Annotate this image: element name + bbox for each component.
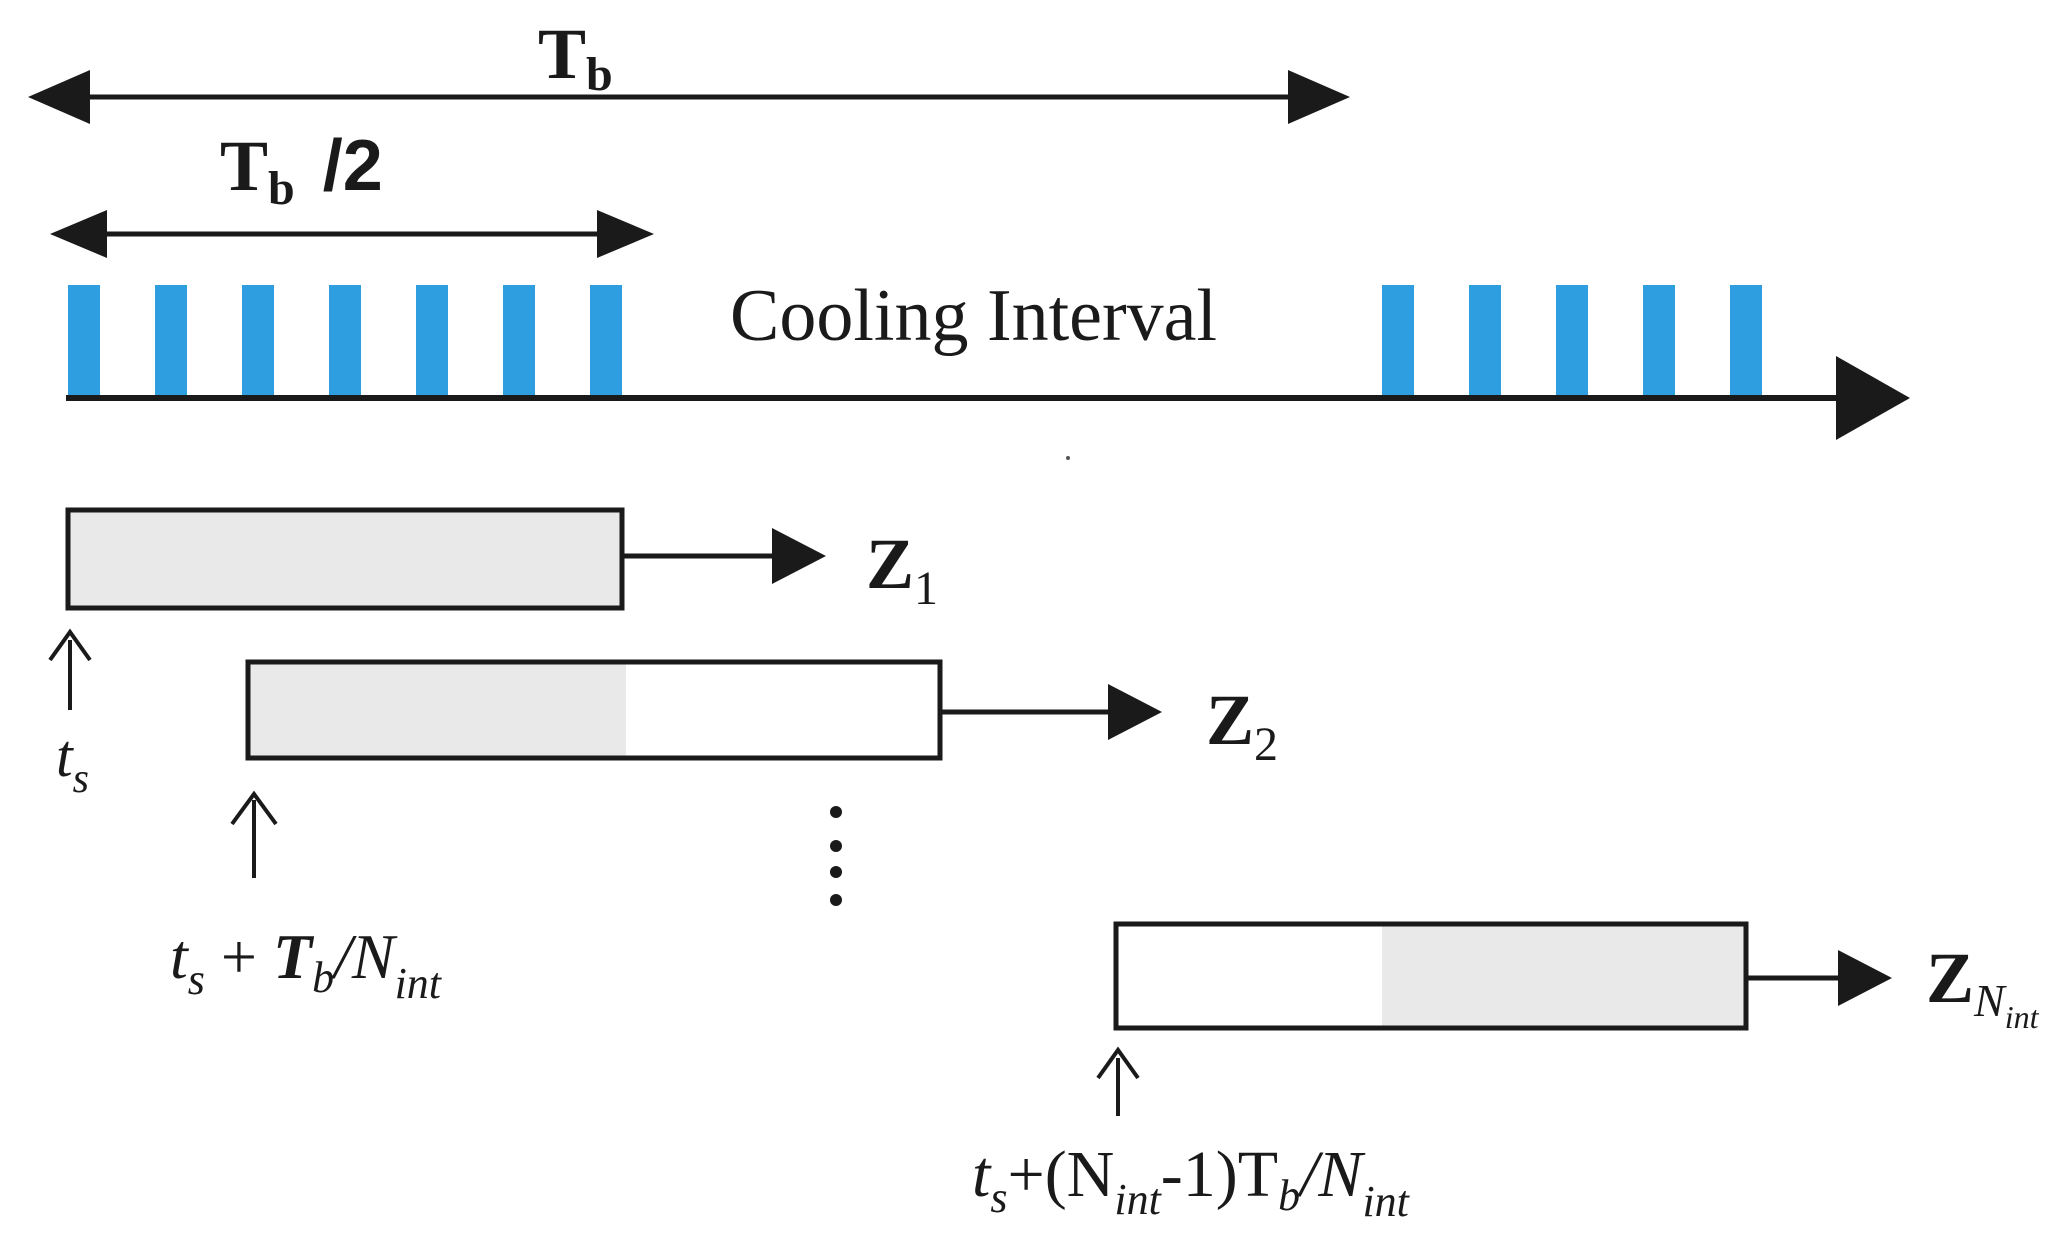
cooling-pulse [242, 285, 274, 395]
z1-label: Z1 [866, 524, 938, 615]
time-axis [66, 356, 1910, 440]
tb-label: Tb [538, 14, 613, 101]
ts-plus-n-label: ts+(Nint-1)Tb/Nint [972, 1138, 1411, 1226]
pulse-group-first [68, 285, 622, 395]
cooling-pulse [329, 285, 361, 395]
tb-span-arrow [28, 70, 1350, 124]
window-zn [1113, 921, 1892, 1031]
window-z2 [245, 659, 1162, 761]
cooling-pulse [1382, 285, 1414, 395]
ellipsis-icon [830, 806, 842, 906]
cooling-pulse [1469, 285, 1501, 395]
z2-label: Z2 [1206, 680, 1278, 771]
pulse-group-second [1382, 285, 1762, 395]
ts-plus-tb-label: ts + Tb/Nint [170, 921, 443, 1008]
window-z1 [65, 507, 826, 611]
cooling-interval-label: Cooling Interval [730, 275, 1217, 357]
cooling-pulse [590, 285, 622, 395]
start-marker-1 [48, 628, 92, 710]
cooling-pulse [1556, 285, 1588, 395]
cooling-pulse [68, 285, 100, 395]
stray-dot [1066, 456, 1070, 460]
tb-half-label: Tb/2 [220, 126, 383, 215]
cooling-pulse [155, 285, 187, 395]
tb-half-span-arrow [50, 210, 654, 258]
cooling-pulse [1643, 285, 1675, 395]
cooling-pulse [416, 285, 448, 395]
cooling-pulse [1730, 285, 1762, 395]
ts-label: ts [56, 723, 89, 802]
start-marker-n [1096, 1046, 1140, 1116]
start-marker-2 [230, 790, 278, 878]
pulse-train [68, 285, 1762, 395]
cooling-pulse [503, 285, 535, 395]
zn-label: ZNint [1926, 938, 2040, 1035]
